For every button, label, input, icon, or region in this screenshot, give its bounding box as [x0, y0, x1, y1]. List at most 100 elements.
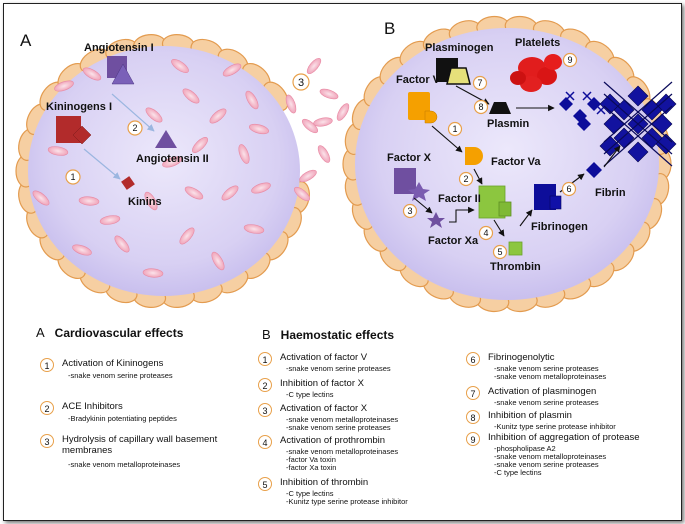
factor-ii-icon	[478, 185, 512, 219]
red-blood-cell	[142, 268, 164, 278]
red-blood-cell	[243, 224, 265, 234]
fibrin-icon	[586, 162, 602, 178]
svg-text:5: 5	[497, 247, 502, 257]
angiotensin-i-icon	[107, 56, 135, 85]
thrombin-icon	[508, 241, 523, 256]
step-marker-b-8: 8	[473, 99, 489, 115]
plasmin-icon	[489, 102, 511, 114]
red-blood-cell	[209, 108, 227, 124]
red-blood-cell	[317, 145, 331, 163]
label-factor-x: Factor X	[387, 152, 432, 164]
label-angiotensin-i: Angiotensin I	[84, 42, 154, 54]
panel-a-letter: A	[20, 31, 32, 50]
red-blood-cells-a	[32, 59, 271, 278]
red-blood-cell	[238, 144, 250, 164]
step-marker-b-1: 1	[447, 121, 463, 137]
step-marker-a-3: 3	[292, 73, 310, 91]
red-blood-cell	[211, 251, 225, 271]
factor-va-icon	[465, 147, 483, 165]
step-marker-b-6: 6	[561, 181, 577, 197]
platelets-icon	[510, 54, 562, 92]
red-blood-cell	[82, 67, 102, 81]
label-plasminogen: Plasminogen	[425, 42, 494, 54]
red-blood-cell	[313, 117, 333, 127]
factor-x-icon	[394, 168, 430, 201]
red-blood-cell	[222, 63, 242, 77]
diagram-canvas: A B Angiotensin I Kininogens I Angiotens…	[15, 15, 677, 313]
kininogens-icon	[56, 116, 92, 145]
red-blood-cell	[145, 107, 163, 123]
red-blood-cell	[251, 182, 271, 194]
kinins-icon	[121, 176, 135, 190]
red-blood-cell	[179, 227, 195, 245]
label-kinins: Kinins	[128, 196, 162, 208]
fibrin-degradation-fragments	[559, 91, 606, 131]
svg-text:2: 2	[132, 123, 137, 133]
step-marker-b-9: 9	[562, 52, 578, 68]
red-blood-cell	[285, 94, 297, 114]
step-marker-a-2: 2	[127, 120, 143, 136]
plasminogen-icon	[436, 58, 471, 85]
svg-text:1: 1	[70, 172, 75, 182]
red-blood-cell	[47, 146, 69, 156]
label-factor-v: Factor V	[396, 74, 441, 86]
red-blood-cell	[192, 137, 208, 153]
label-plasmin: Plasmin	[487, 118, 529, 130]
fibrinogen-icon	[534, 184, 562, 210]
red-blood-cell	[72, 244, 92, 256]
red-blood-cell	[306, 57, 322, 75]
arrow-ang1-to-ang2	[111, 93, 155, 132]
svg-text:9: 9	[567, 55, 572, 65]
red-blood-cell	[301, 118, 319, 134]
label-platelets: Platelets	[515, 37, 560, 49]
red-blood-cell	[54, 80, 74, 92]
red-blood-cell	[182, 88, 200, 104]
label-factor-xa: Factor Xa	[428, 235, 479, 247]
red-blood-cell	[78, 196, 100, 206]
red-blood-cell	[319, 88, 339, 100]
arrow-kininogens-to-kinins	[83, 148, 121, 180]
step-marker-b-4: 4	[478, 225, 494, 241]
red-blood-cell	[32, 190, 50, 206]
label-fibrin: Fibrin	[595, 187, 626, 199]
step-marker-b-3: 3	[402, 203, 418, 219]
svg-text:3: 3	[298, 77, 304, 89]
step-marker-b-5: 5	[492, 244, 508, 260]
fibrin-mesh-icon	[599, 81, 677, 167]
svg-text:2: 2	[463, 174, 468, 184]
svg-text:8: 8	[478, 102, 483, 112]
red-blood-cell	[336, 103, 350, 121]
angiotensin-ii-icon	[155, 130, 177, 148]
factor-xa-icon	[427, 212, 445, 228]
label-kininogens: Kininogens I	[46, 101, 112, 113]
label-factor-va: Factor Va	[491, 156, 541, 168]
panel-b-letter: B	[384, 19, 395, 38]
red-blood-cell	[299, 169, 317, 183]
escaping-red-blood-cells	[285, 57, 350, 202]
vessel-cell-a	[15, 34, 310, 308]
svg-text:4: 4	[483, 228, 488, 238]
svg-text:7: 7	[477, 78, 482, 88]
label-fibrinogen: Fibrinogen	[531, 221, 588, 233]
red-blood-cell	[114, 235, 130, 253]
figure-frame: A B Angiotensin I Kininogens I Angiotens…	[3, 3, 682, 521]
factor-v-icon	[408, 92, 438, 124]
red-blood-cell	[245, 90, 259, 110]
red-blood-cell	[248, 123, 270, 135]
label-thrombin: Thrombin	[490, 261, 541, 273]
red-blood-cell	[184, 186, 204, 200]
step-marker-b-2: 2	[458, 171, 474, 187]
vessel-cell-b	[342, 15, 672, 313]
step-marker-a-1: 1	[65, 169, 81, 185]
label-factor-ii: Factor II	[438, 193, 481, 205]
svg-text:1: 1	[452, 124, 457, 134]
step-marker-b-7: 7	[472, 75, 488, 91]
red-blood-cell	[144, 191, 158, 211]
red-blood-cell	[221, 185, 239, 201]
red-blood-cell	[171, 59, 189, 73]
svg-text:3: 3	[407, 206, 412, 216]
red-blood-cell	[293, 186, 311, 202]
